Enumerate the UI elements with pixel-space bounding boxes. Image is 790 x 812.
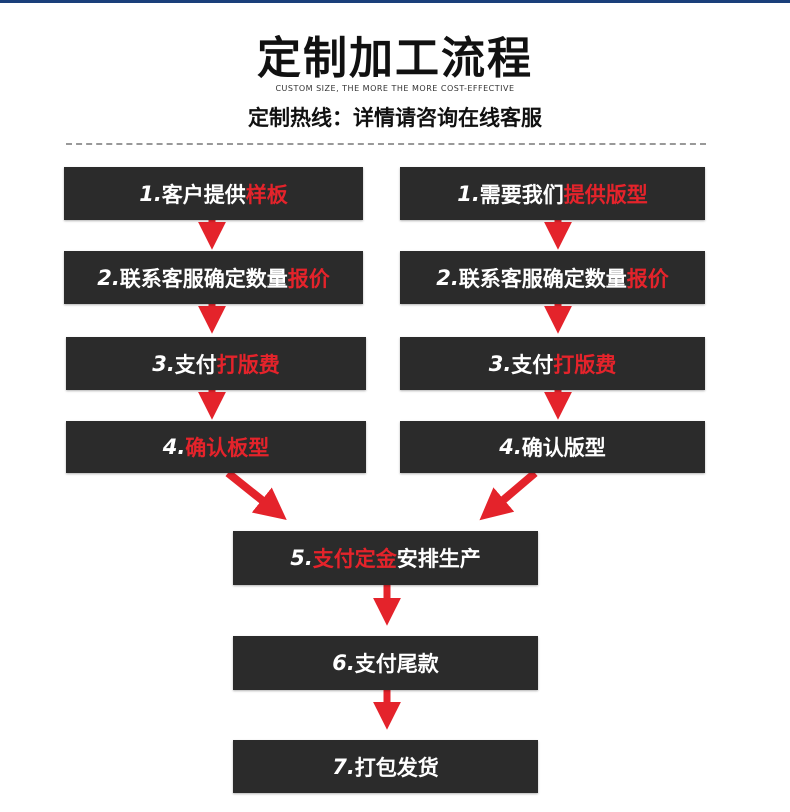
step-number: 4.	[162, 435, 186, 459]
step-number: 1.	[139, 181, 162, 206]
left-step-1: 1.客户提供样板	[64, 167, 363, 220]
step-text: 支付尾款	[354, 652, 439, 676]
center-step-6: 6.支付尾款	[233, 636, 538, 690]
left-step-4: 4.确认板型	[66, 421, 366, 473]
step-text: 打包发货	[354, 755, 439, 780]
step-text: 联系客服确定数量	[458, 266, 627, 291]
step-text-after: 安排生产	[396, 547, 481, 571]
step-text: 确认版型	[521, 436, 606, 460]
right-step-2: 2.联系客服确定数量报价	[400, 251, 705, 304]
center-step-5: 5.支付定金安排生产	[233, 531, 538, 585]
right-step-1: 1.需要我们提供版型	[400, 167, 705, 220]
step-number: 3.	[152, 351, 175, 376]
step-number: 2.	[97, 265, 120, 290]
step-text: 客户提供	[161, 182, 246, 207]
top-border	[0, 0, 790, 3]
step-highlight: 支付定金	[312, 547, 397, 571]
step-number: 1.	[457, 181, 480, 206]
step-highlight: 样板	[245, 182, 288, 207]
page-subtitle: CUSTOM SIZE, THE MORE THE MORE COST-EFFE…	[275, 84, 515, 93]
step-highlight: 打版费	[216, 352, 280, 377]
step-number: 4.	[499, 435, 522, 459]
left-step-3: 3.支付打版费	[66, 337, 366, 390]
step-number: 6.	[332, 651, 355, 675]
step-highlight: 报价	[626, 266, 669, 291]
page-title: 定制加工流程	[257, 33, 533, 84]
right-step-3: 3.支付打版费	[400, 337, 705, 390]
step-highlight: 打版费	[553, 352, 617, 377]
step-highlight: 报价	[287, 266, 330, 291]
step-number: 3.	[488, 351, 512, 376]
dashed-divider	[66, 143, 706, 145]
arrow-right-4-to-5	[479, 469, 538, 521]
step-text: 支付	[511, 352, 554, 377]
step-text: 支付	[174, 352, 217, 377]
step-highlight: 确认板型	[185, 436, 270, 460]
step-text: 需要我们	[479, 182, 564, 207]
right-step-4: 4.确认版型	[400, 421, 705, 473]
step-number: 5.	[290, 546, 313, 570]
step-text: 联系客服确定数量	[119, 266, 288, 291]
step-number: 7.	[332, 754, 355, 779]
step-number: 2.	[436, 265, 459, 290]
center-step-7: 7.打包发货	[233, 740, 538, 793]
arrow-left-4-to-5	[225, 469, 287, 520]
left-step-2: 2.联系客服确定数量报价	[64, 251, 363, 304]
step-highlight: 提供版型	[563, 182, 648, 207]
hotline-text: 定制热线：详情请咨询在线客服	[248, 106, 542, 130]
